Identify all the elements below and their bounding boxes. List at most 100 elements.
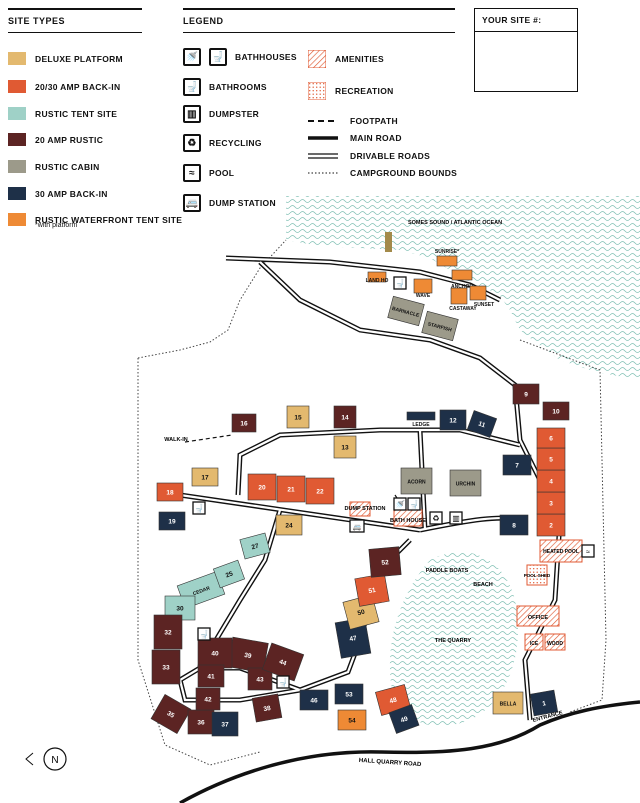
campsite[interactable]: 39 — [227, 636, 269, 674]
campsite[interactable]: ANCHOR — [451, 269, 473, 290]
campsite-shape[interactable] — [368, 546, 402, 578]
campsite[interactable]: 25 — [212, 559, 246, 589]
campsite[interactable]: 53 — [334, 683, 364, 705]
campsite-shape[interactable] — [299, 689, 329, 711]
campsite-shape[interactable] — [451, 269, 473, 281]
campsite-shape[interactable] — [388, 704, 420, 734]
campsite-shape[interactable] — [400, 467, 433, 495]
campsite-shape[interactable] — [231, 413, 257, 433]
campsite-shape[interactable] — [512, 383, 540, 405]
campsite-shape[interactable] — [275, 514, 303, 536]
campsite-shape[interactable] — [153, 614, 183, 650]
campsite-shape[interactable] — [333, 405, 357, 429]
campsite[interactable]: 38 — [251, 693, 283, 723]
campsite[interactable]: 4 — [536, 469, 566, 493]
campsite[interactable]: 36 — [187, 709, 215, 735]
campsite[interactable]: 21 — [276, 475, 306, 503]
campsite[interactable]: SUNRISE* — [435, 249, 459, 267]
campsite-shape[interactable] — [499, 514, 529, 536]
campsite-shape[interactable] — [305, 477, 335, 505]
campsite[interactable]: CASTAWAY — [449, 287, 477, 312]
campsite-shape[interactable] — [187, 709, 215, 735]
campsite[interactable]: 15 — [286, 405, 310, 429]
campsite[interactable]: 54 — [337, 709, 367, 731]
campsite[interactable]: 6 — [536, 427, 566, 449]
campsite[interactable]: 16 — [231, 413, 257, 433]
campsite[interactable]: 10 — [542, 401, 570, 421]
campsite[interactable]: URCHIN — [449, 469, 482, 497]
campsite-shape[interactable] — [334, 683, 364, 705]
campsite-shape[interactable] — [387, 295, 425, 327]
campsite-shape[interactable] — [212, 559, 246, 589]
campsite[interactable]: 14 — [333, 405, 357, 429]
campsite-shape[interactable] — [542, 401, 570, 421]
campsite[interactable]: 44 — [261, 642, 305, 682]
campsite[interactable]: 40 — [197, 637, 233, 669]
campsite-shape[interactable] — [158, 511, 186, 531]
campsite-shape[interactable] — [191, 467, 219, 487]
campsite[interactable]: 13 — [333, 435, 357, 459]
campsite-shape[interactable] — [276, 475, 306, 503]
campsite-shape[interactable] — [492, 691, 524, 715]
campsite-shape[interactable] — [466, 410, 498, 438]
campsite[interactable]: 22 — [305, 477, 335, 505]
campsite[interactable]: 18 — [156, 482, 184, 502]
campsite[interactable]: 8 — [499, 514, 529, 536]
campsite[interactable]: 46 — [299, 689, 329, 711]
campsite[interactable]: WAVE — [413, 278, 433, 299]
campsite-shape[interactable] — [469, 285, 487, 301]
campsite[interactable]: 27 — [239, 532, 271, 560]
campsite-shape[interactable] — [251, 693, 283, 723]
campsite-shape[interactable] — [536, 427, 566, 449]
campsite[interactable]: LEDGE — [406, 411, 436, 428]
campsite[interactable]: 1 — [529, 689, 559, 717]
campsite-shape[interactable] — [261, 642, 305, 682]
campsite-shape[interactable] — [367, 271, 387, 283]
campsite[interactable]: SUNSET — [469, 285, 494, 308]
campsite[interactable]: 24 — [275, 514, 303, 536]
campsite-shape[interactable] — [333, 435, 357, 459]
campsite[interactable]: 33 — [151, 649, 181, 685]
campsite[interactable]: 11 — [466, 410, 498, 438]
campsite[interactable]: STARFISH — [421, 310, 459, 342]
campsite[interactable]: 7 — [502, 454, 532, 476]
campsite-shape[interactable] — [156, 482, 184, 502]
campsite-shape[interactable] — [195, 687, 221, 711]
campsite[interactable]: 3 — [536, 491, 566, 515]
campsite-shape[interactable] — [413, 278, 433, 294]
campsite[interactable]: 17 — [191, 467, 219, 487]
campsite[interactable]: 37 — [211, 711, 239, 737]
campsite[interactable]: 12 — [439, 409, 467, 431]
campsite[interactable]: BARNACLE — [387, 295, 425, 327]
campsite-shape[interactable] — [337, 709, 367, 731]
campsite[interactable]: 35 — [150, 693, 192, 735]
campsite[interactable]: 32 — [153, 614, 183, 650]
campsite[interactable]: ACORN — [400, 467, 433, 495]
campsite[interactable]: 41 — [197, 664, 225, 688]
campsite-shape[interactable] — [529, 689, 559, 717]
campsite[interactable]: 19 — [158, 511, 186, 531]
campsite-shape[interactable] — [449, 469, 482, 497]
campsite-shape[interactable] — [197, 664, 225, 688]
campsite[interactable]: 20 — [247, 473, 277, 501]
campsite[interactable]: 51 — [354, 573, 390, 607]
campsite[interactable]: BELLA — [492, 691, 524, 715]
campsite-shape[interactable] — [151, 649, 181, 685]
campsite[interactable]: 5 — [536, 447, 566, 471]
campsite-shape[interactable] — [247, 667, 273, 691]
campsite-shape[interactable] — [247, 473, 277, 501]
campsite-shape[interactable] — [406, 411, 436, 421]
campsite-shape[interactable] — [286, 405, 310, 429]
campsite[interactable]: 52 — [368, 546, 402, 578]
campsite-shape[interactable] — [211, 711, 239, 737]
campsite[interactable]: 9 — [512, 383, 540, 405]
campsite-shape[interactable] — [239, 532, 271, 560]
campsite-shape[interactable] — [197, 637, 233, 669]
campsite[interactable]: 2 — [536, 513, 566, 537]
campsite-shape[interactable] — [150, 693, 192, 735]
campsite-shape[interactable] — [439, 409, 467, 431]
campsite[interactable]: 42 — [195, 687, 221, 711]
campsite-shape[interactable] — [421, 310, 459, 342]
campsite[interactable]: 49 — [388, 704, 420, 734]
campsite-shape[interactable] — [502, 454, 532, 476]
